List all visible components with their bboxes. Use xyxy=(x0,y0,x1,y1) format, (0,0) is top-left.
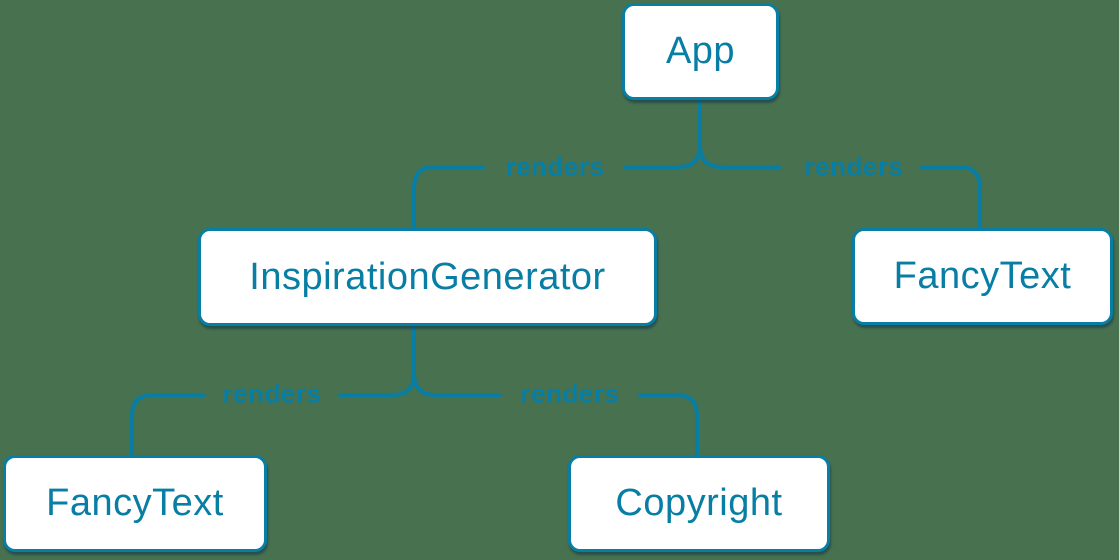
edge-label-renders-app-ig: renders xyxy=(505,151,605,182)
edge-inspirationgenerator-to-copyright xyxy=(412,372,699,457)
edge-label-renders-ig-fancytext: renders xyxy=(222,378,322,409)
edge-label-renders-ig-copyright: renders xyxy=(520,378,620,409)
node-copyright: Copyright xyxy=(568,455,830,552)
node-fancy-text-right: FancyText xyxy=(852,228,1113,325)
edge-app-to-fancytext-right xyxy=(698,144,982,230)
node-app: App xyxy=(622,3,779,100)
node-fancy-text-left: FancyText xyxy=(3,455,267,552)
edge-label-renders-app-fancytext: renders xyxy=(804,151,904,182)
node-inspiration-generator: InspirationGenerator xyxy=(198,228,657,326)
